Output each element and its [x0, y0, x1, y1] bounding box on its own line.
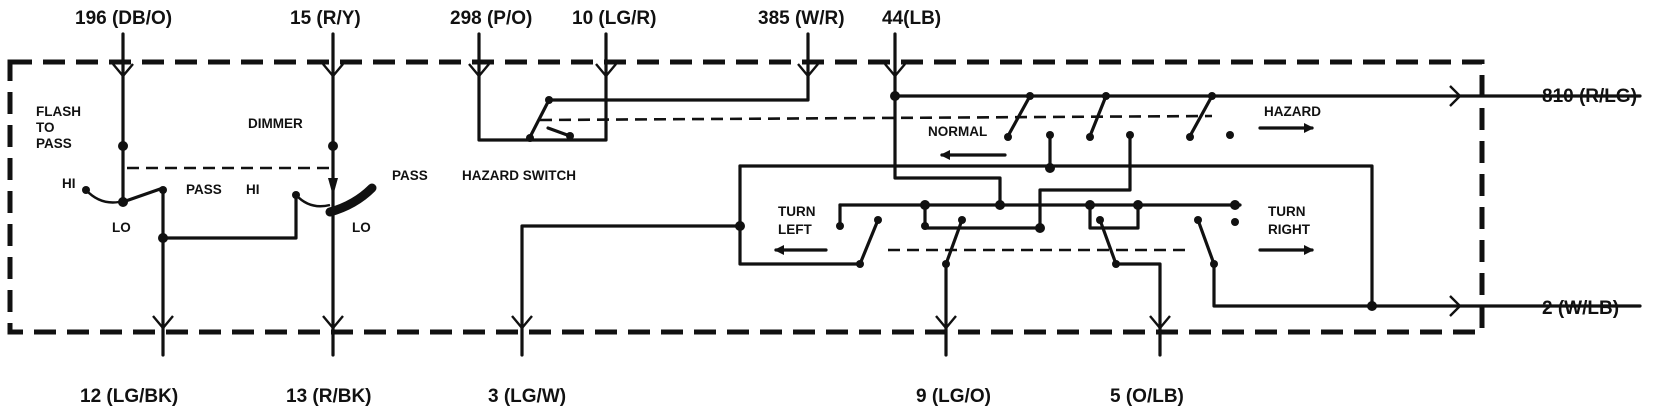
wire-label-3: 3 (LG/W) [488, 386, 566, 407]
label-turn-right-2: RIGHT [1268, 222, 1311, 237]
label-hi-mid: HI [246, 182, 260, 197]
label-hazard-switch: HAZARD SWITCH [462, 168, 576, 183]
label-pass: PASS [36, 136, 72, 151]
dimmer-section [82, 32, 377, 357]
wire-label-12: 12 (LG/BK) [80, 386, 178, 407]
wire-label-9: 9 (LG/O) [916, 386, 991, 407]
hazard-switch [468, 32, 1213, 142]
wire-label-298: 298 (P/O) [450, 8, 532, 29]
label-pass-right: PASS [392, 168, 428, 183]
label-lo-right: LO [352, 220, 371, 235]
turn-signal-section [511, 32, 1642, 357]
label-hazard: HAZARD [1264, 104, 1321, 119]
wire-label-13: 13 (R/BK) [286, 386, 372, 407]
wire-label-2: 2 (W/LB) [1542, 298, 1619, 319]
label-hi-left: HI [62, 176, 76, 191]
label-to: TO [36, 120, 55, 135]
label-turn-left-1: TURN [778, 204, 816, 219]
wire-label-5: 5 (O/LB) [1110, 386, 1184, 407]
label-pass-mid: PASS [186, 182, 222, 197]
wire-label-810: 810 (R/LG) [1542, 86, 1637, 107]
wire-label-15: 15 (R/Y) [290, 8, 361, 29]
label-lo-left: LO [112, 220, 131, 235]
label-turn-right-1: TURN [1268, 204, 1306, 219]
wire-label-385: 385 (W/R) [758, 8, 845, 29]
label-turn-left-2: LEFT [778, 222, 812, 237]
wire-label-10: 10 (LG/R) [572, 8, 656, 29]
switch-module-border [7, 59, 1485, 335]
label-flash: FLASH [36, 104, 81, 119]
wire-label-196: 196 (DB/O) [75, 8, 172, 29]
wire-label-44: 44(LB) [882, 8, 941, 29]
label-normal: NORMAL [928, 124, 987, 139]
label-dimmer: DIMMER [248, 116, 303, 131]
